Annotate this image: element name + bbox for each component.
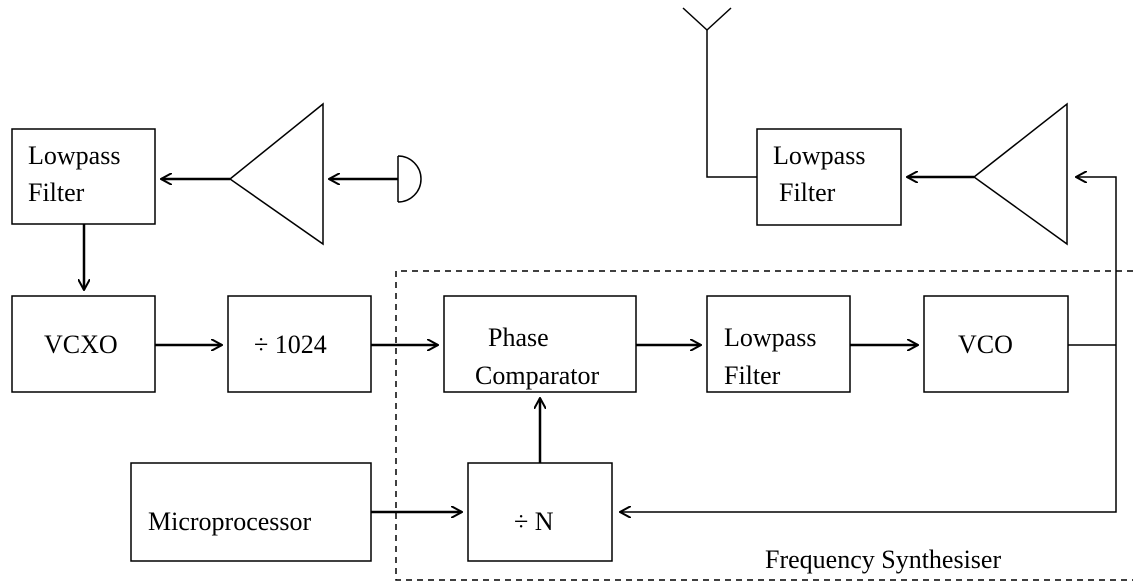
lowpass-mid-label-2: Filter <box>724 361 781 390</box>
microprocessor-block: Microprocessor <box>130 462 372 562</box>
divider-1024-block: ÷ 1024 <box>227 295 372 393</box>
frequency-synthesiser-label: Frequency Synthesiser <box>765 545 1001 574</box>
lowpass-right-label-2: Filter <box>779 178 836 207</box>
antenna-icon <box>682 7 732 31</box>
lowpass-right-label-1: Lowpass <box>773 141 865 170</box>
rf-amplifier <box>972 102 1068 246</box>
microphone-icon <box>397 155 422 203</box>
wire-vco-to-amp-right <box>1076 177 1117 345</box>
lowpass-left-label-2: Filter <box>28 178 85 207</box>
divider-1024-label: ÷ 1024 <box>254 330 327 359</box>
phase-comparator-block: Phase Comparator <box>443 295 637 393</box>
phase-label-2: Comparator <box>475 361 600 390</box>
wire-vco-to-divider-n <box>620 345 1117 512</box>
lowpass-filter-right: Lowpass Filter <box>756 128 902 226</box>
microprocessor-label: Microprocessor <box>148 507 312 536</box>
vco-block: VCO <box>923 295 1069 393</box>
lowpass-left-label-1: Lowpass <box>28 141 120 170</box>
wire-lowpass-right-to-antenna <box>706 30 757 178</box>
vco-label: VCO <box>958 330 1013 359</box>
lowpass-mid-label-1: Lowpass <box>724 323 816 352</box>
vcxo-label: VCXO <box>44 330 118 359</box>
lowpass-filter-left: Lowpass Filter <box>11 128 156 225</box>
frequency-synthesiser-boundary <box>395 270 1133 581</box>
phase-label-1: Phase <box>488 323 549 352</box>
divider-n-label: ÷ N <box>514 507 554 536</box>
divider-n-block: ÷ N <box>467 462 613 562</box>
audio-amplifier <box>228 102 324 246</box>
lowpass-filter-mid: Lowpass Filter <box>706 295 851 393</box>
vcxo-block: VCXO <box>11 295 156 393</box>
